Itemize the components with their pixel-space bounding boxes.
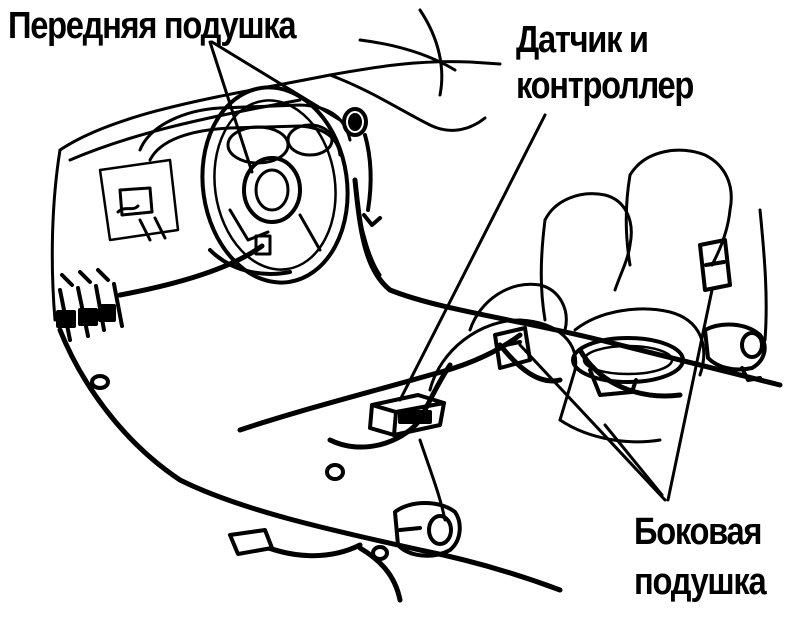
sensor-controller-module (368, 393, 446, 437)
leader-side-airbag-3 (603, 423, 664, 497)
steering-wheel (200, 85, 350, 285)
side-airbag-lower (228, 463, 462, 561)
harness-loop (571, 336, 685, 397)
leader-side-airbag-1 (518, 343, 667, 502)
center-connector (493, 326, 532, 370)
label-side-airbag-line2: подушка (634, 561, 767, 603)
dash-round-module (342, 107, 382, 227)
label-side-airbag-line1: Боковая (634, 511, 763, 553)
label-sensor-controller-line2: контроллер (516, 65, 694, 107)
side-airbag-right (698, 238, 767, 382)
leader-front-airbag-1 (208, 40, 254, 174)
leader-front-airbag-2 (210, 40, 342, 122)
leader-side-airbag-2 (666, 288, 714, 502)
leader-sensor-controller (398, 113, 547, 402)
left-connectors (56, 268, 124, 390)
label-front-airbag: Передняя подушка (8, 5, 297, 47)
front-seats (418, 148, 768, 522)
label-sensor-controller-line1: Датчик и (516, 19, 649, 61)
leader-lines (208, 40, 714, 502)
